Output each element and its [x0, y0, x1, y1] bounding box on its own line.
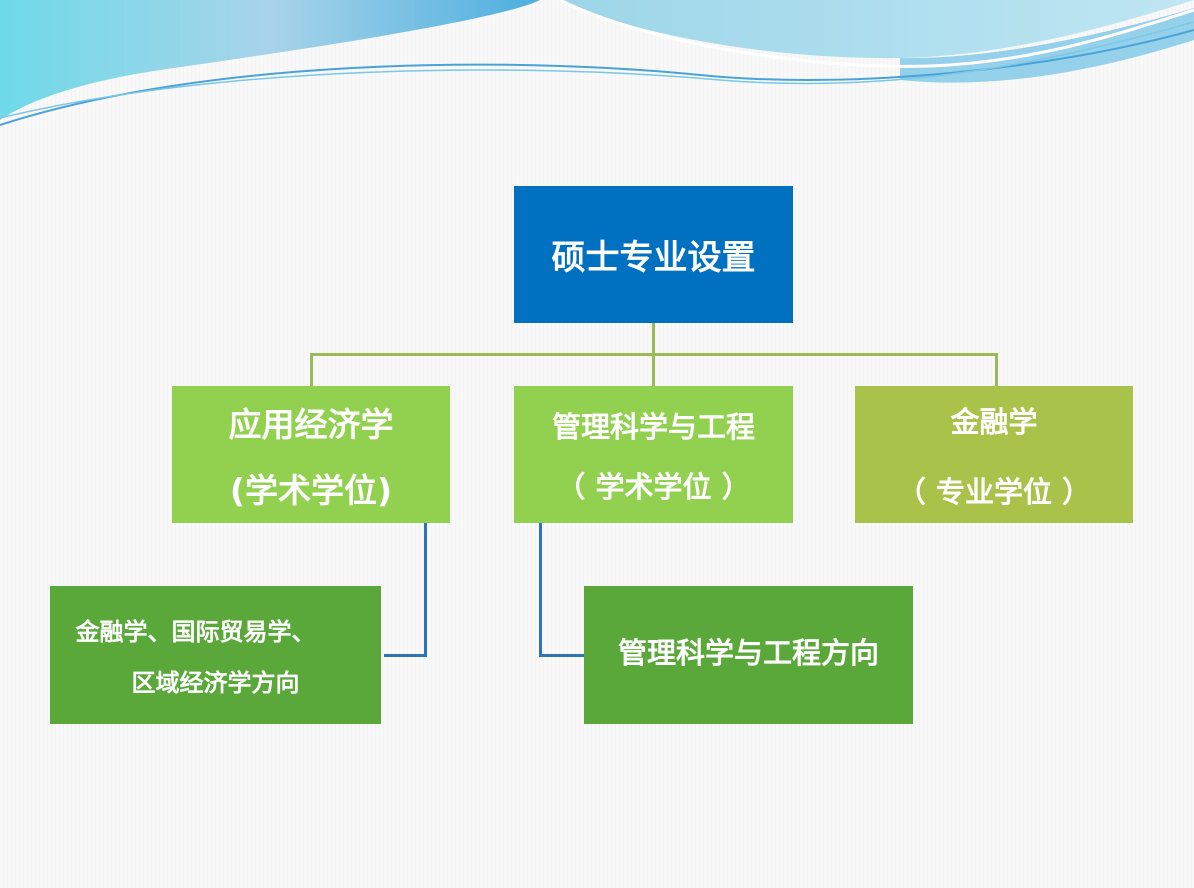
sub-connector-left-horizontal: [384, 654, 427, 657]
major-applied-economics: 应用经济学 (学术学位): [172, 386, 450, 523]
direction-line-1: 管理科学与工程方向: [617, 636, 879, 670]
direction-management-science: 管理科学与工程方向: [584, 586, 913, 724]
major-management-science: 管理科学与工程 （ 学术学位 ）: [514, 386, 793, 523]
major-degree: (学术学位): [229, 470, 393, 510]
sub-connector-right-vertical: [539, 523, 542, 657]
connector-horizontal: [310, 353, 998, 356]
root-label: 硕士专业设置: [551, 238, 756, 278]
direction-line-1: 金融学、国际贸易学、: [75, 618, 316, 646]
root-node: 硕士专业设置: [514, 186, 793, 323]
major-degree: （ 学术学位 ）: [556, 469, 751, 504]
major-finance: 金融学 （ 专业学位 ）: [855, 386, 1133, 523]
sub-connector-right-horizontal: [539, 654, 584, 657]
major-name: 应用经济学: [228, 404, 394, 444]
connector-left-drop: [310, 353, 313, 386]
direction-economics: 金融学、国际贸易学、 区域经济学方向: [50, 586, 381, 724]
sub-connector-left-vertical: [424, 523, 427, 657]
major-name: 管理科学与工程: [551, 409, 755, 444]
major-name: 金融学: [950, 404, 1038, 439]
direction-line-2: 区域经济学方向: [131, 669, 300, 697]
major-degree: （ 专业学位 ）: [896, 474, 1092, 509]
connector-right-drop: [995, 353, 998, 386]
header-wave-decoration: [0, 0, 1194, 126]
